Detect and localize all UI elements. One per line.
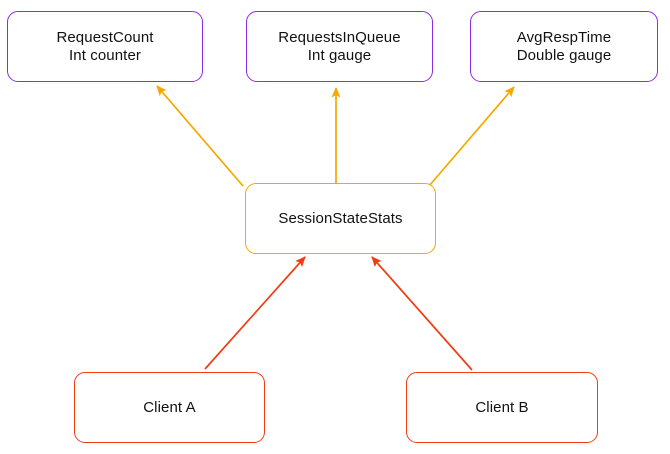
edge-client-b-to-stats	[371, 256, 473, 371]
node-label-request-count: RequestCount Int counter	[56, 28, 154, 64]
node-request-count[interactable]: RequestCount Int counter	[7, 11, 203, 82]
edge-stats-to-request-count	[156, 85, 244, 187]
node-label-session-state-stats: SessionStateStats	[278, 209, 403, 227]
node-label-avg-resp-time: AvgRespTime Double gauge	[516, 28, 612, 64]
node-requests-in-queue[interactable]: RequestsInQueue Int gauge	[246, 11, 433, 82]
node-session-state-stats[interactable]: SessionStateStats	[245, 183, 436, 254]
node-label-client-a: Client A	[143, 398, 196, 416]
node-label-requests-in-queue: RequestsInQueue Int gauge	[278, 28, 401, 64]
edge-stats-to-avg-resp-time	[428, 86, 515, 187]
node-label-client-b: Client B	[475, 398, 529, 416]
node-client-b[interactable]: Client B	[406, 372, 598, 443]
node-client-a[interactable]: Client A	[74, 372, 265, 443]
edge-client-a-to-stats	[204, 256, 306, 370]
node-avg-resp-time[interactable]: AvgRespTime Double gauge	[470, 11, 658, 82]
